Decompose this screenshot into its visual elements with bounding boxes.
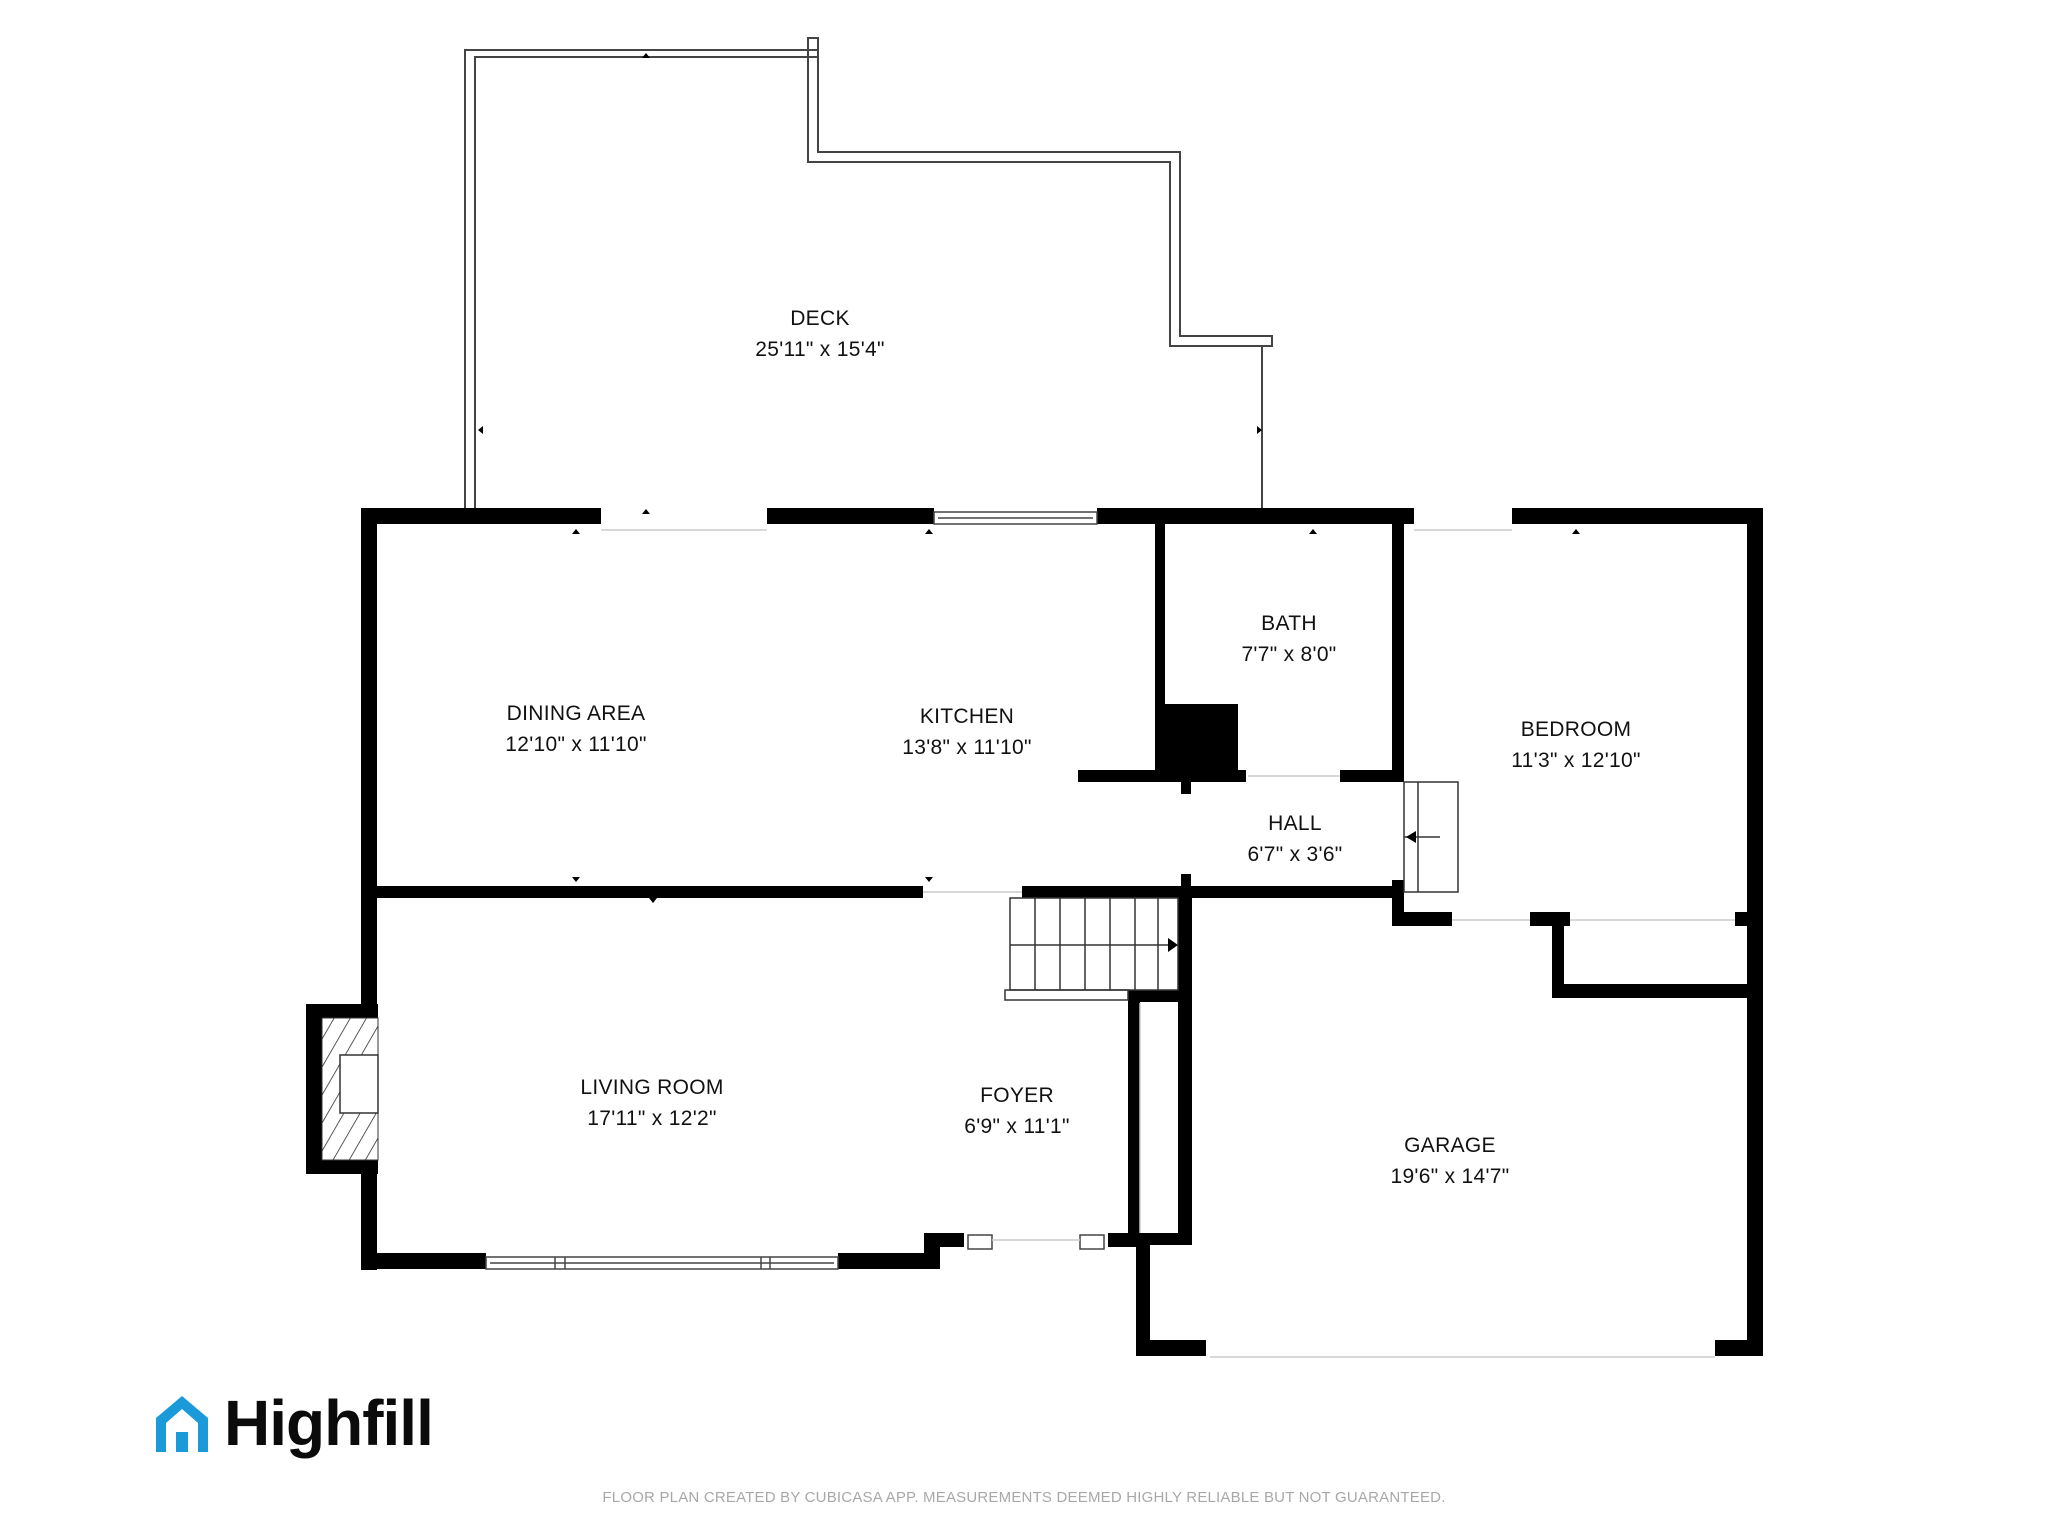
stairs-icon: [1004, 897, 1179, 1001]
room-deck: DECK 25'11" x 15'4": [755, 303, 885, 365]
room-name: BATH: [1261, 612, 1317, 635]
room-name: DINING AREA: [506, 702, 646, 725]
hall-stairs-arrow-icon: [1406, 831, 1416, 843]
deck-outline: [464, 37, 1273, 515]
brand-name: Highfill: [224, 1387, 434, 1459]
room-dims: 11'3" x 12'10": [1511, 749, 1641, 772]
disclaimer: FLOOR PLAN CREATED BY CUBICASA APP. MEAS…: [602, 1489, 1446, 1506]
room-hall: HALL 6'7" x 3'6": [1247, 808, 1342, 870]
room-dims: 25'11" x 15'4": [755, 338, 885, 361]
room-name: DECK: [790, 307, 850, 330]
room-name: LIVING ROOM: [580, 1076, 724, 1099]
room-foyer: FOYER 6'9" x 11'1": [964, 1080, 1070, 1142]
room-dims: 6'7" x 3'6": [1247, 843, 1343, 866]
room-dining: DINING AREA 12'10" x 11'10": [505, 698, 646, 760]
room-dims: 19'6" x 14'7": [1390, 1165, 1510, 1188]
room-name: HALL: [1268, 812, 1322, 835]
room-name: BEDROOM: [1520, 718, 1632, 741]
room-dims: 7'7" x 8'0": [1241, 643, 1337, 666]
room-living: LIVING ROOM 17'11" x 12'2": [580, 1072, 723, 1134]
room-name: KITCHEN: [919, 705, 1015, 728]
windows: [485, 511, 1105, 1270]
brand-logo: Highfill: [152, 1387, 434, 1459]
room-name: FOYER: [980, 1084, 1054, 1107]
house-icon: [156, 1396, 208, 1452]
room-garage: GARAGE 19'6" x 14'7": [1390, 1130, 1509, 1192]
walls: [306, 508, 1763, 1356]
room-bedroom: BEDROOM 11'3" x 12'10": [1511, 714, 1641, 776]
room-name: GARAGE: [1404, 1134, 1496, 1157]
door-openings: [601, 529, 1735, 1358]
fireplace-icon: [321, 1017, 379, 1161]
room-kitchen: KITCHEN 13'8" x 11'10": [902, 701, 1032, 763]
room-dims: 13'8" x 11'10": [902, 736, 1032, 759]
room-dims: 17'11" x 12'2": [587, 1107, 717, 1130]
room-bath: BATH 7'7" x 8'0": [1241, 608, 1336, 670]
room-dims: 12'10" x 11'10": [505, 733, 647, 756]
room-dims: 6'9" x 11'1": [964, 1115, 1070, 1138]
dimension-markers: [478, 53, 1580, 903]
stairs-arrow-icon: [1168, 938, 1178, 952]
